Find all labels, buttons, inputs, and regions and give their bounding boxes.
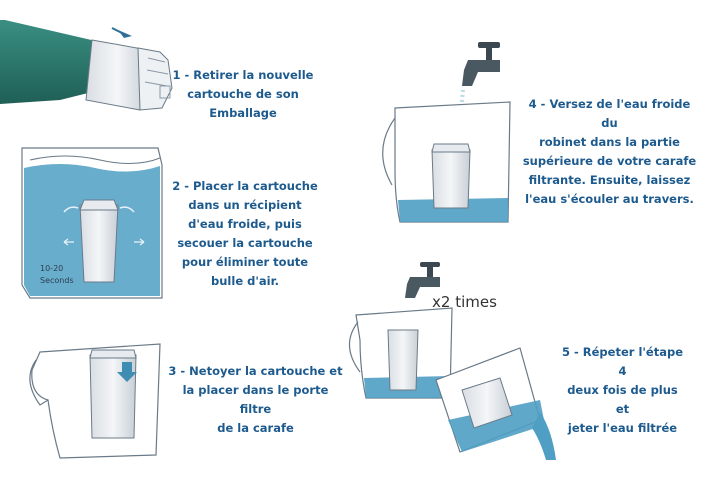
arrow-icon — [63, 238, 74, 246]
step3-illustration — [29, 343, 161, 459]
faucet-icon — [405, 262, 440, 298]
step1-illustration — [0, 20, 173, 111]
step4-illustration — [382, 42, 511, 223]
pouring-water — [532, 412, 556, 460]
cartridge-icon — [461, 377, 513, 429]
step5-illustration: x2 times — [348, 262, 556, 460]
faucet-icon — [462, 42, 500, 86]
seconds-range-label: 10-20 — [40, 264, 63, 273]
cartridge-icon — [431, 149, 471, 209]
step-1-text: 1 - Retirer la nouvelle cartouche de son… — [172, 68, 314, 120]
cartridge-icon — [79, 204, 119, 283]
arrow-icon — [117, 362, 137, 382]
cartridge-icon — [387, 329, 419, 391]
arrow-icon — [134, 238, 145, 246]
step2-illustration: 10-20 Seconds — [21, 147, 163, 299]
step-3-text: 3 - Netoyer la cartouche et la placer da… — [168, 364, 343, 435]
foil-pouch — [0, 20, 100, 104]
step-5-text: 5 - Répeter l'étape 4 deux fois de plus … — [562, 345, 683, 435]
seconds-unit-label: Seconds — [40, 276, 74, 285]
step-2-text: 2 - Placer la cartouche dans un récipien… — [172, 179, 318, 288]
step-4-text: 4 - Versez de l'eau froide du robinet da… — [522, 97, 697, 206]
repeat-label: x2 times — [432, 293, 497, 311]
cartridge-cap — [137, 47, 173, 111]
